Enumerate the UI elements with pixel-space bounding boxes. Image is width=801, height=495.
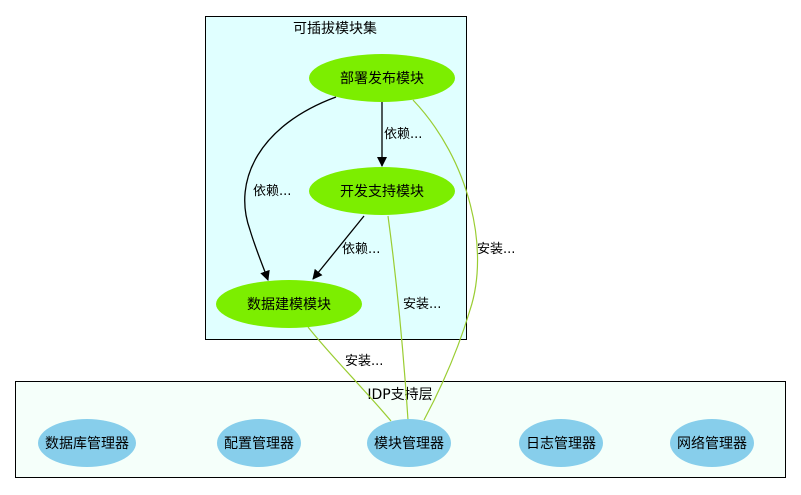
- node-db-manager[interactable]: 数据库管理器: [38, 419, 136, 467]
- edge-label: 依赖...: [342, 242, 380, 257]
- node-label: 数据建模模块: [247, 297, 331, 313]
- node-datamodel-module[interactable]: 数据建模模块: [216, 280, 362, 328]
- edge-label: 安装...: [477, 242, 515, 257]
- edge-devsupport-datamodel: [312, 215, 365, 280]
- edge-label: 安装...: [345, 354, 383, 369]
- node-network-manager[interactable]: 网络管理器: [670, 419, 754, 467]
- node-label: 部署发布模块: [340, 71, 424, 87]
- edge-deploy-datamodel: [244, 96, 337, 281]
- node-devsupport-module[interactable]: 开发支持模块: [309, 167, 455, 215]
- node-label: 配置管理器: [224, 436, 294, 452]
- edge-label: 安装...: [403, 297, 441, 312]
- node-module-manager[interactable]: 模块管理器: [367, 419, 451, 467]
- node-deploy-module[interactable]: 部署发布模块: [309, 54, 455, 102]
- edge-label: 依赖...: [253, 184, 291, 199]
- edge-deploy-modulemgr: [412, 99, 479, 421]
- node-log-manager[interactable]: 日志管理器: [519, 419, 603, 467]
- node-label: 模块管理器: [374, 436, 444, 452]
- node-label: 网络管理器: [677, 436, 747, 452]
- node-config-manager[interactable]: 配置管理器: [217, 419, 301, 467]
- node-label: 数据库管理器: [45, 436, 129, 452]
- edge-datamodel-modulemgr: [307, 326, 392, 422]
- edge-label: 依赖...: [384, 127, 422, 142]
- cluster-title: 可插拔模块集: [293, 20, 377, 37]
- edge-devsupport-modulemgr: [387, 215, 409, 421]
- node-label: 开发支持模块: [340, 184, 424, 200]
- cluster-title: IDP支持层: [367, 387, 432, 403]
- node-label: 日志管理器: [526, 436, 596, 452]
